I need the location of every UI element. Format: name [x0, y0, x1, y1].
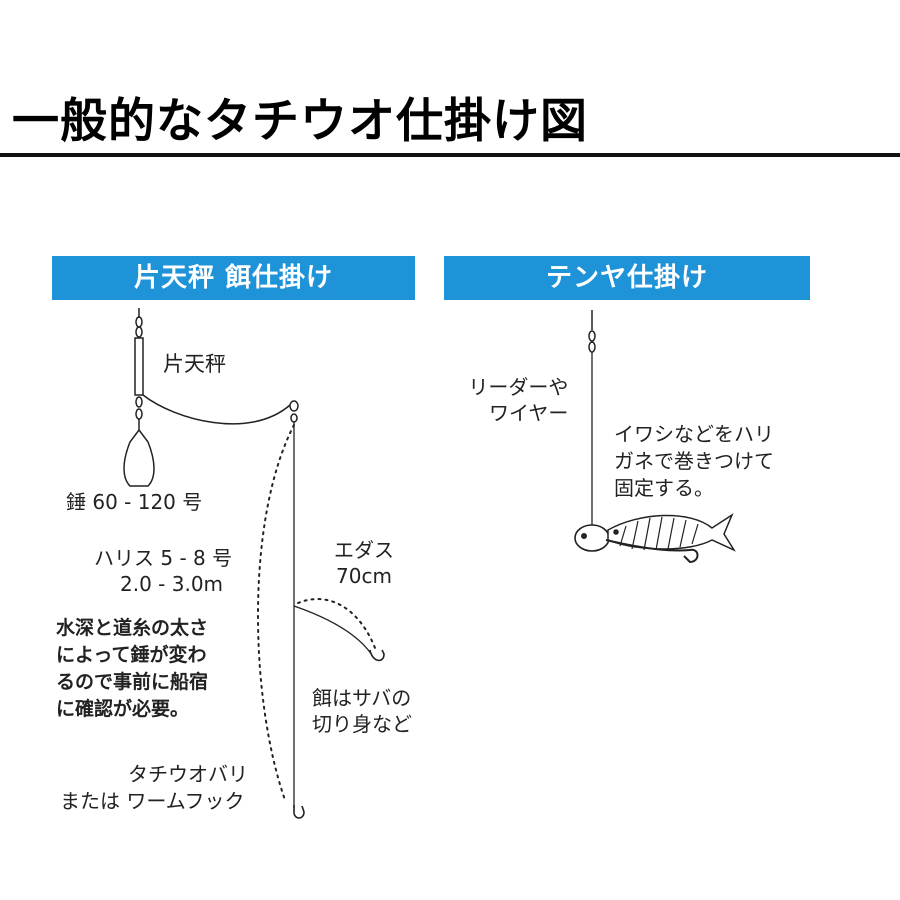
harisu-label-size: ハリス 5 - 8 号 — [94, 546, 233, 570]
sinker-label: 錘 60 - 120 号 — [66, 490, 203, 514]
hook-label: タチウオバリ — [128, 762, 248, 786]
sinker-note: 水深と道糸の太さ によって錘が変わ るので事前に船宿 に確認が必要。 — [56, 617, 209, 720]
swivel-top — [135, 316, 143, 328]
leader-label: リーダーや ワイヤー — [468, 375, 569, 425]
tenya-hook-icon — [605, 539, 699, 564]
edasu-dotted-line — [297, 598, 376, 649]
tenbin-bar — [134, 337, 144, 396]
drift-dotted-line — [257, 424, 295, 801]
sinker-icon — [123, 428, 155, 487]
tenya-swivel — [588, 330, 596, 342]
tenbin-rig — [134, 308, 291, 430]
title-divider — [0, 153, 900, 157]
tenbin-arm — [142, 394, 291, 425]
tenbin-label: 片天秤 — [163, 352, 226, 376]
edasu-length: 70cm — [336, 564, 392, 588]
edasu-hook-icon — [369, 649, 385, 662]
edasu-line — [293, 605, 373, 656]
left-panel-header: 片天秤 餌仕掛け — [52, 256, 415, 300]
hook-alt-label: または ワームフック — [60, 789, 245, 813]
page-title: 一般的なタチウオ仕掛け図 — [12, 94, 588, 149]
sardine-note: イワシなどをハリ ガネで巻きつけて 固定する。 — [614, 422, 774, 500]
tenya-rig — [588, 310, 596, 525]
harisu-label-length: 2.0 - 3.0m — [120, 572, 224, 596]
arm-swivel — [289, 400, 299, 423]
edasu-label: エダス — [334, 538, 394, 562]
bait-label: 餌はサバの 切り身など — [312, 686, 412, 736]
swivel-lower — [135, 396, 143, 408]
main-hook-icon — [293, 805, 305, 819]
tenya-head-icon — [574, 524, 610, 552]
right-panel-header: テンヤ仕掛け — [444, 256, 810, 300]
